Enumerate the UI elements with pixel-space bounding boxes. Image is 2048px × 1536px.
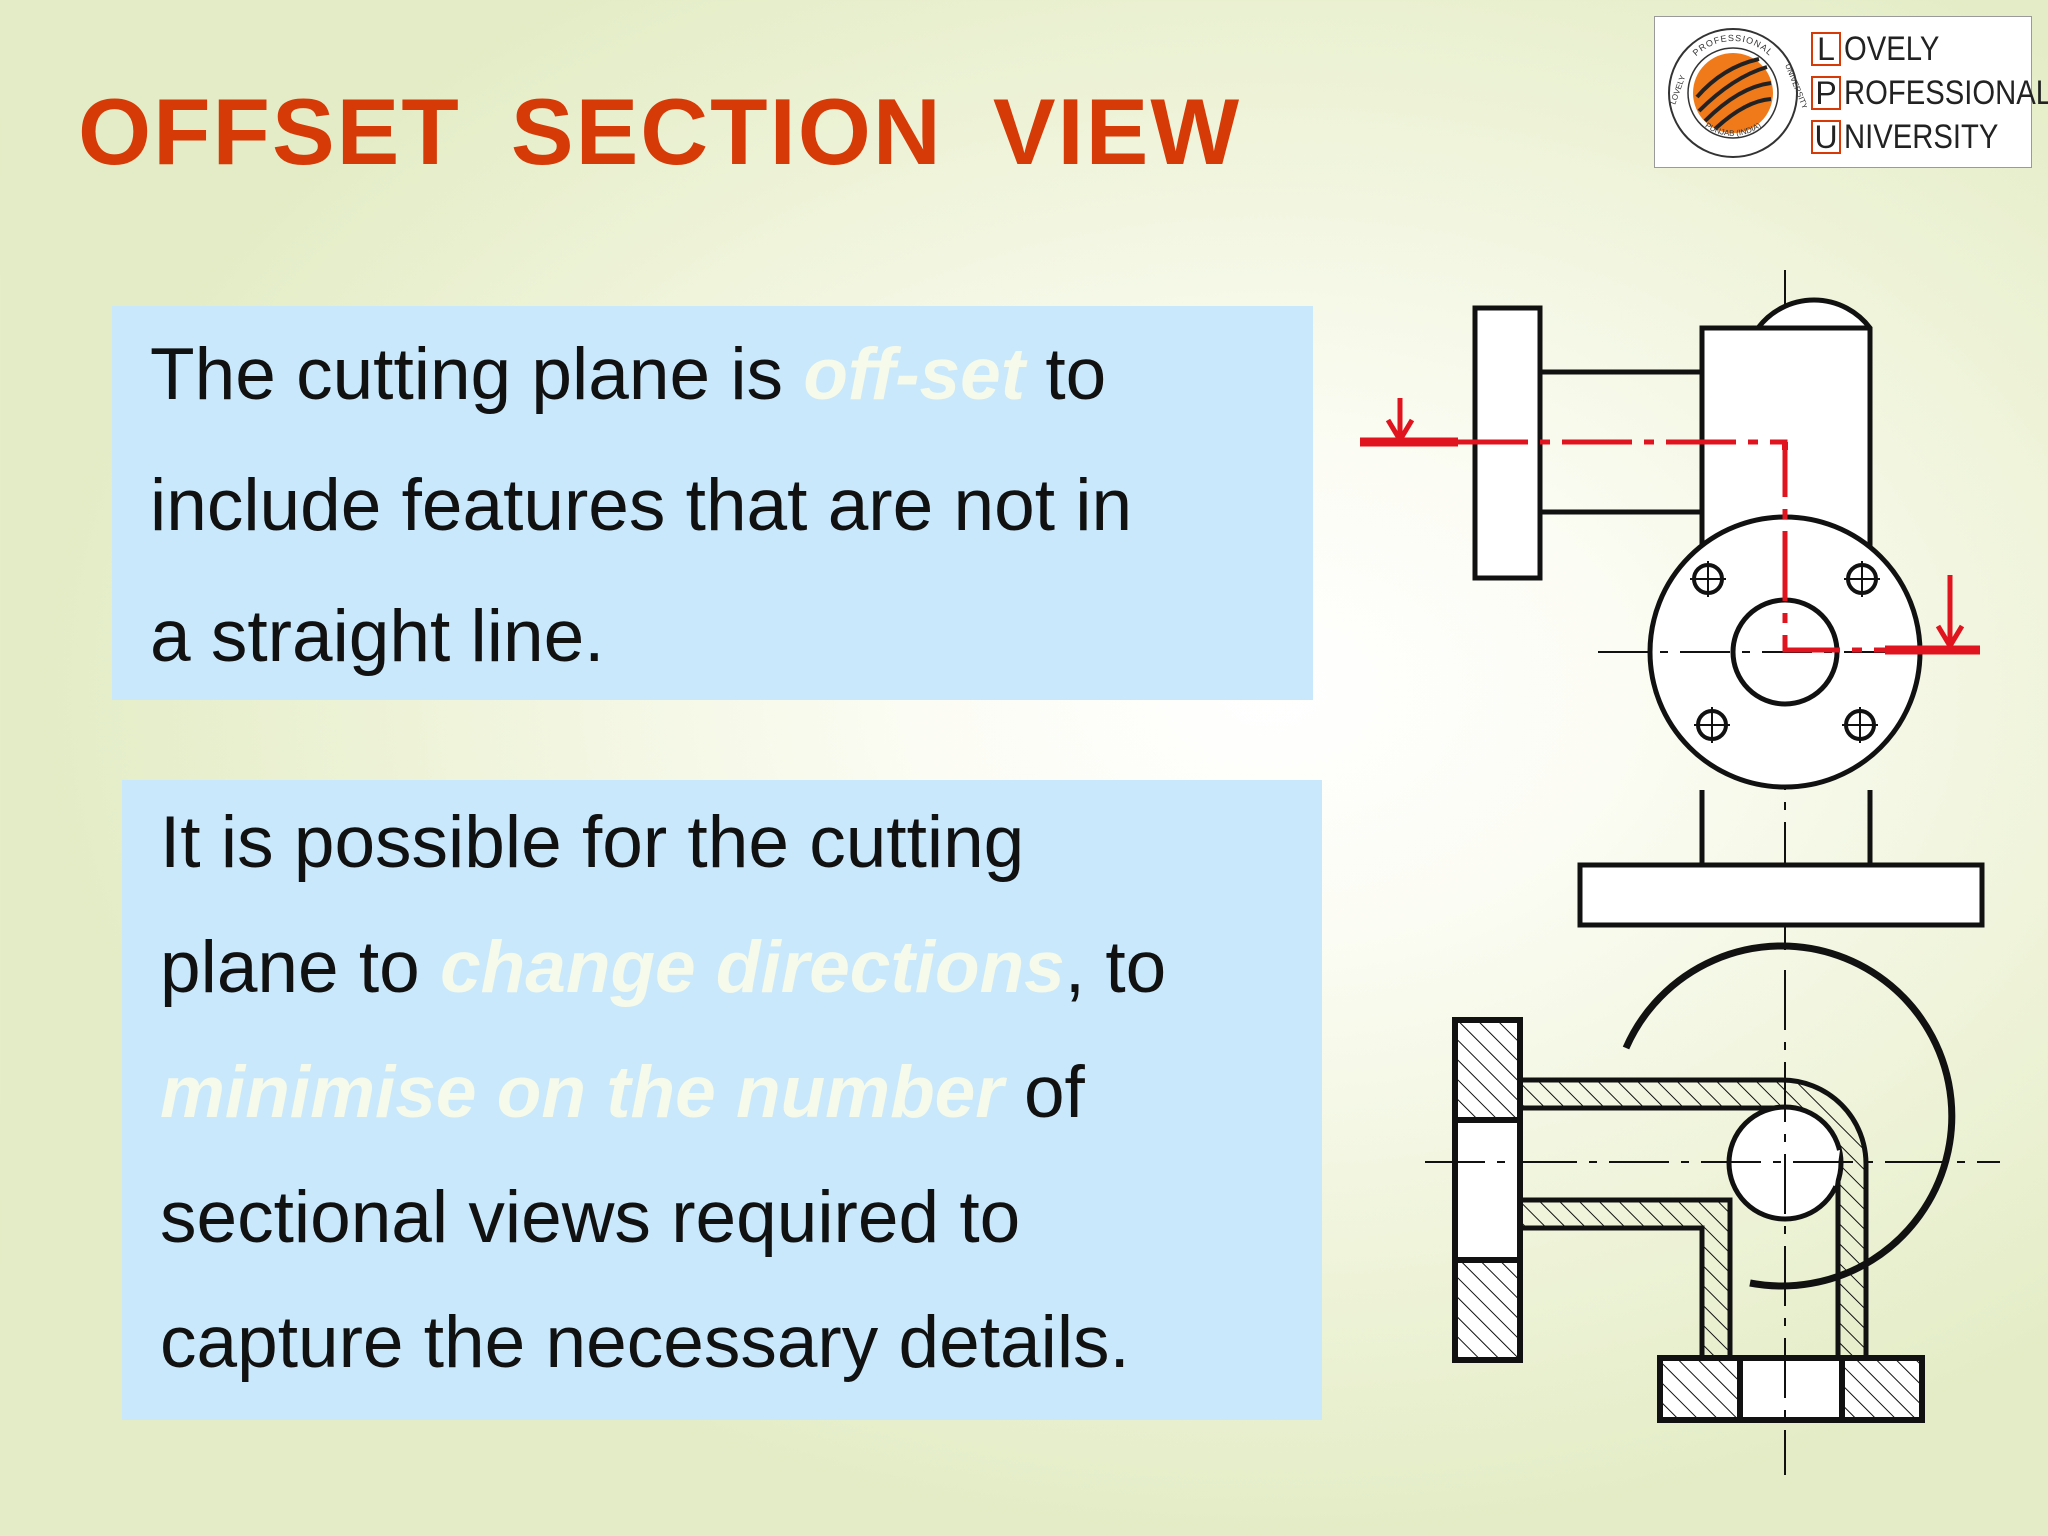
offset-section-drawing [1360,270,2000,1475]
logo-word: ROFESSIONAL [1844,73,2048,112]
logo-letter: U [1811,120,1841,154]
text-segment: The cutting plane is [150,334,804,415]
explanation-line-4: sectional views required to [160,1177,1021,1258]
lpu-logo: PROFESSIONAL LOVELY UNIVERSITY PUNJAB (I… [1654,16,2048,168]
explanation-line-5: capture the necessary details. [160,1302,1130,1383]
logo-row-university: U NIVERSITY [1811,115,2048,159]
text-segment: of [1003,1052,1085,1133]
explanation-panel: It is possible for the cutting plane to … [122,780,1322,1420]
definition-line-1: The cutting plane is off-set to [112,306,1313,437]
logo-wordmark: L OVELY P ROFESSIONAL U NIVERSITY [1811,27,2048,159]
definition-panel: The cutting plane is off-set to include … [112,306,1313,700]
bolt-holes [1690,561,1880,743]
lpu-seal-icon: PROFESSIONAL LOVELY UNIVERSITY PUNJAB (I… [1668,28,1807,158]
cutting-plane-line [1360,398,1980,655]
logo-word: NIVERSITY [1844,117,1999,156]
definition-line-3: a straight line. [150,596,605,677]
logo-row-lovely: L OVELY [1811,27,2048,71]
logo-row-professional: P ROFESSIONAL [1811,71,2048,115]
highlight-text: change directions [440,927,1065,1008]
text-segment: to [1025,334,1107,415]
highlight-text: off-set [803,334,1026,415]
section-view [1425,942,2000,1475]
highlight-text: minimise on the number [160,1052,1004,1133]
explanation-line-1: It is possible for the cutting [160,802,1025,883]
logo-word: OVELY [1844,29,1940,68]
logo-letter: P [1811,76,1841,110]
explanation-line-3: minimise on the number of [122,1030,1322,1155]
logo-letter: L [1811,32,1841,66]
definition-line-2: include features that are not in [150,465,1133,546]
top-view [1472,270,1985,950]
text-segment: , to [1064,927,1167,1008]
text-segment: plane to [160,927,441,1008]
explanation-line-2: plane to change directions, to [122,905,1322,1030]
page-title: OFFSET SECTION VIEW [78,79,1242,184]
